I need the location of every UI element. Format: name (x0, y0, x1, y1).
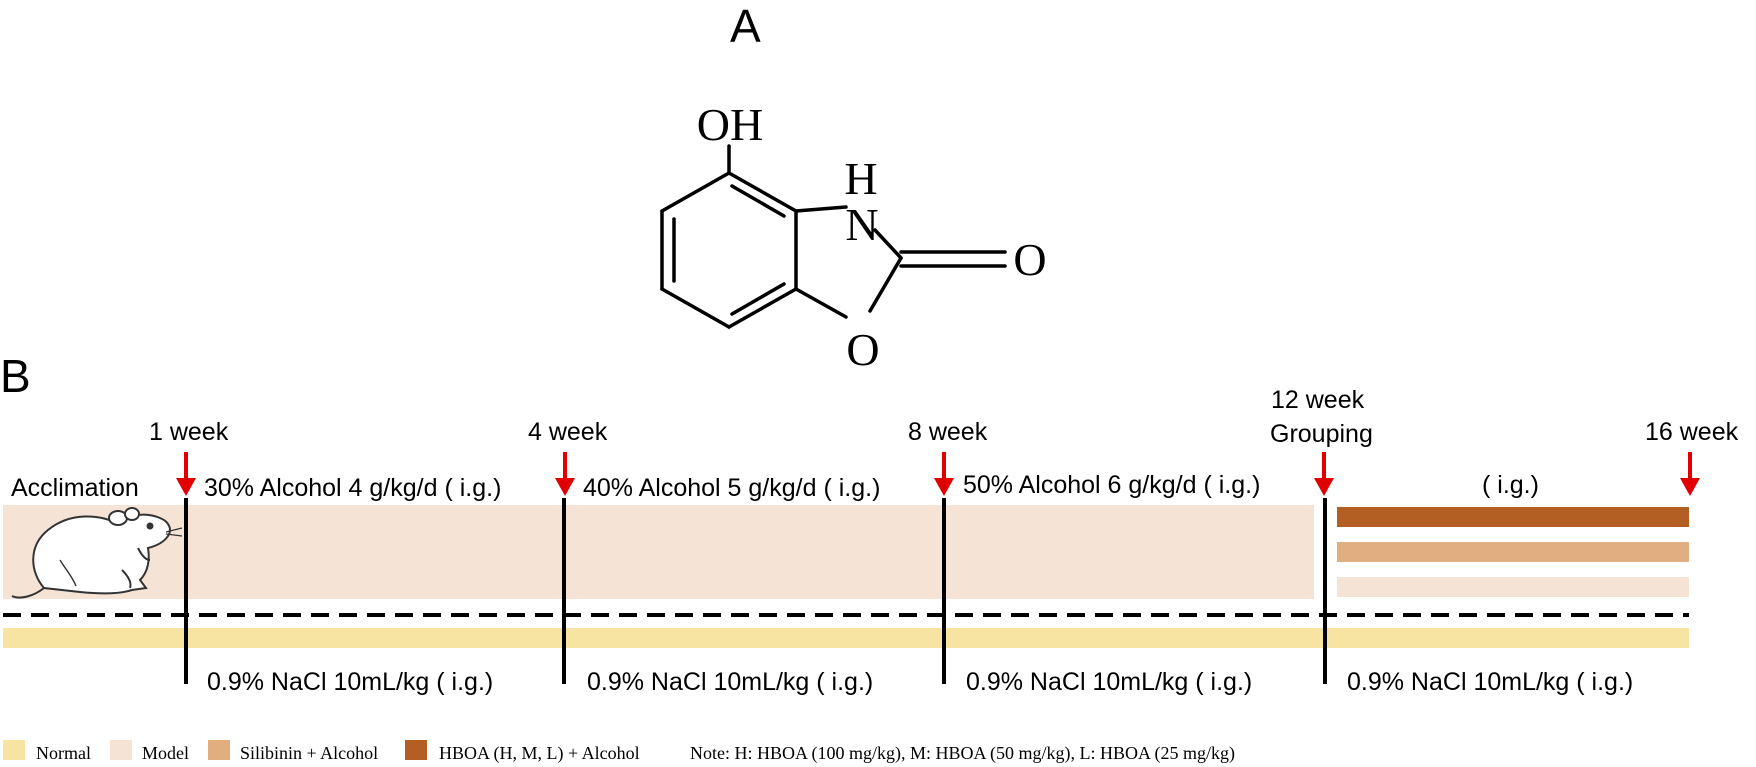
legend-silibinin-label: Silibinin + Alcohol (240, 743, 378, 763)
legend-silibinin-swatch (208, 740, 230, 760)
legend-note: Note: H: HBOA (100 mg/kg), M: HBOA (50 m… (690, 743, 1235, 764)
week16-arrow-icon (1680, 452, 1700, 496)
model-phase-4-bar (944, 505, 1314, 599)
saline-label-1: 0.9% NaCl 10mL/kg ( i.g.) (207, 668, 493, 696)
saline-labels: 0.9% NaCl 10mL/kg ( i.g.) 0.9% NaCl 10mL… (207, 668, 1633, 696)
week4-arrow-icon (555, 452, 575, 496)
rat-icon (11, 507, 183, 599)
hboa-structure (660, 144, 1007, 329)
saline-label-4: 0.9% NaCl 10mL/kg ( i.g.) (1347, 668, 1633, 696)
legend-hboa-label: HBOA (H, M, L) + Alcohol (439, 743, 640, 764)
legend-hboa-swatch (405, 740, 427, 760)
normal-group-bar (3, 628, 1689, 648)
oh-atom-label: OH (697, 99, 763, 150)
milestone-lines (184, 498, 1327, 684)
acclimation-label: Acclimation (11, 474, 139, 502)
saline-label-2: 0.9% NaCl 10mL/kg ( i.g.) (587, 668, 873, 696)
silibinin-group-bar (1337, 542, 1689, 562)
week1-label: 1 week (149, 418, 229, 446)
timepoint-labels: 1 week 4 week 8 week 12 week Grouping 16… (149, 386, 1739, 448)
model-phase-2-bar (186, 505, 564, 599)
model-phase-3-bar (564, 505, 944, 599)
alcohol-30-label: 30% Alcohol 4 g/kg/d ( i.g.) (204, 474, 501, 502)
milestone-arrows (176, 452, 1700, 496)
legend-model-swatch (110, 740, 132, 760)
week12-label: 12 week (1271, 386, 1365, 414)
phase-labels: Acclimation 30% Alcohol 4 g/kg/d ( i.g.)… (11, 471, 1539, 502)
legend-model-label: Model (142, 743, 189, 763)
week8-label: 8 week (908, 418, 988, 446)
alcohol-40-label: 40% Alcohol 5 g/kg/d ( i.g.) (583, 474, 880, 502)
treatment-route-label: ( i.g.) (1482, 471, 1539, 499)
week8-arrow-icon (934, 452, 954, 496)
saline-label-3: 0.9% NaCl 10mL/kg ( i.g.) (966, 668, 1252, 696)
grouping-label: Grouping (1270, 420, 1373, 448)
ring-o-atom-label: O (846, 324, 879, 375)
panel-b-label: B (0, 350, 31, 402)
n-atom-label: N (845, 199, 878, 250)
week16-label: 16 week (1645, 418, 1739, 446)
week4-label: 4 week (528, 418, 608, 446)
legend-normal-label: Normal (36, 743, 91, 763)
model-group-bar (1337, 577, 1689, 597)
hboa-group-bar (1337, 507, 1689, 527)
structure-atom-labels: OH H N O O (697, 99, 1047, 375)
legend: Normal Model Silibinin + Alcohol HBOA (H… (3, 740, 1235, 764)
week1-arrow-icon (176, 452, 196, 496)
h-atom-label: H (844, 153, 877, 204)
panel-a-label: A (730, 0, 761, 52)
alcohol-50-label: 50% Alcohol 6 g/kg/d ( i.g.) (963, 471, 1260, 499)
carbonyl-o-atom-label: O (1013, 234, 1046, 285)
week12-arrow-icon (1314, 452, 1334, 496)
legend-normal-swatch (3, 740, 25, 760)
